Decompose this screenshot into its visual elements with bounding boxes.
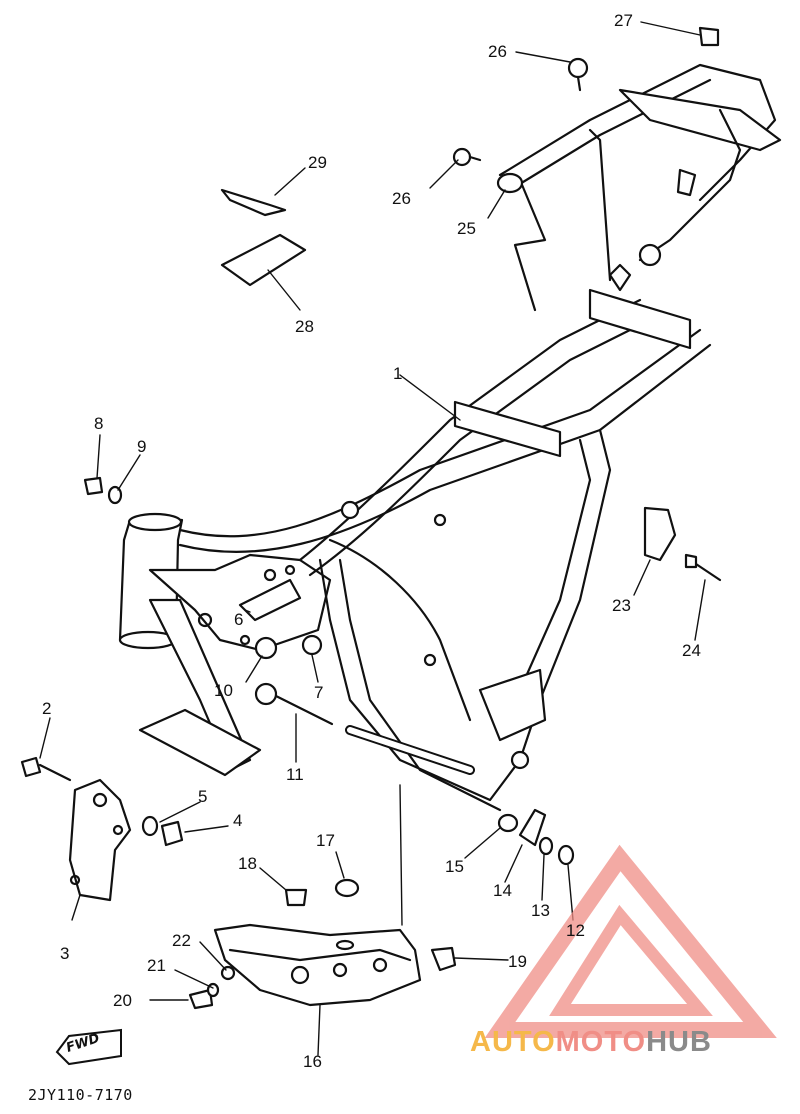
callout-13: 13	[531, 901, 550, 920]
brand-part-auto: AUTO	[470, 1026, 556, 1058]
callout-5: 5	[198, 787, 208, 806]
callout-28: 28	[295, 317, 314, 336]
callout-16: 16	[303, 1052, 322, 1071]
callout-2: 2	[42, 699, 52, 718]
callout-11: 11	[286, 765, 304, 784]
callout-7: 7	[314, 683, 324, 702]
callout-1: 1	[393, 364, 403, 383]
callout-29: 29	[308, 153, 327, 172]
callout-15: 15	[445, 857, 464, 876]
callout-18: 18	[238, 854, 257, 873]
brand-part-hub: HUB	[646, 1026, 712, 1058]
callout-23: 23	[612, 596, 631, 615]
callout-25: 25	[457, 219, 476, 238]
brand-part-moto: MOTO	[555, 1026, 647, 1058]
callout-10: 10	[214, 681, 233, 700]
callout-26: 26	[488, 42, 507, 61]
rear-subframe	[498, 63, 782, 312]
skid-plate	[213, 923, 422, 1007]
engine-bracket	[68, 708, 262, 902]
small-parts	[20, 26, 722, 1010]
callout-3: 3	[60, 944, 70, 963]
callout-17: 17	[316, 831, 335, 850]
callout-9: 9	[137, 437, 147, 456]
callout-24: 24	[682, 641, 701, 660]
callout-20: 20	[113, 991, 132, 1010]
callout-26: 26	[392, 189, 411, 208]
callout-12: 12	[566, 921, 585, 940]
callout-8: 8	[94, 414, 104, 433]
callout-14: 14	[493, 881, 512, 900]
fwd-arrow-icon	[55, 1028, 122, 1066]
callout-6: 6	[234, 610, 244, 629]
callout-19: 19	[508, 952, 527, 971]
watermark-logo	[484, 844, 777, 1038]
callout-27: 27	[614, 11, 633, 30]
watermark-brand: AUTOMOTOHUB	[470, 1026, 800, 1076]
leader-lines	[39, 21, 706, 1056]
callout-21: 21	[147, 956, 166, 975]
main-frame	[118, 288, 712, 812]
diagram-code: 2JY110-7170	[28, 1086, 133, 1104]
callout-22: 22	[172, 931, 191, 950]
callout-4: 4	[233, 811, 243, 830]
